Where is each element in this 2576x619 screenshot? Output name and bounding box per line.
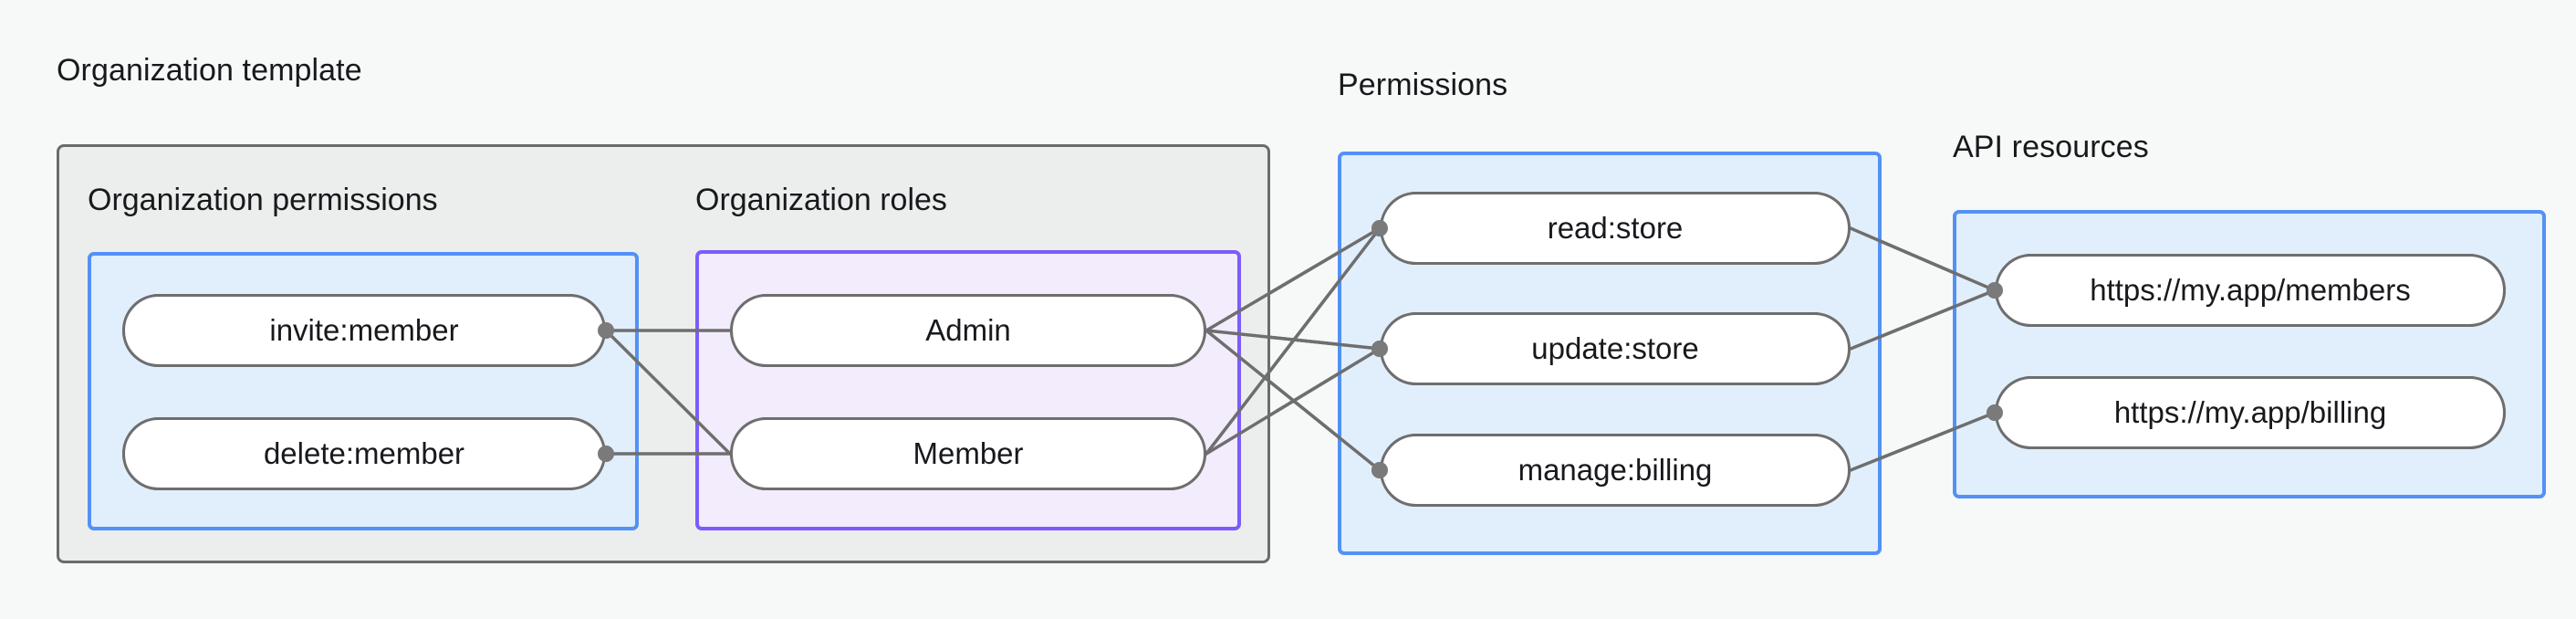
subgroup-label-organization-permissions: Organization permissions: [88, 183, 438, 217]
node-read-store-top[interactable]: read:store: [1380, 192, 1851, 265]
node-manage-billing-top-label: manage:billing: [1517, 453, 1713, 487]
node-update-store-top[interactable]: update:store: [1380, 312, 1851, 385]
node-invite-member-top-label: invite:member: [269, 313, 459, 347]
node-members-resource-top[interactable]: https://my.app/members: [1995, 254, 2506, 327]
node-admin-top[interactable]: Admin: [730, 294, 1206, 367]
node-billing-resource-top-label: https://my.app/billing: [2113, 395, 2387, 429]
node-admin-top-label: Admin: [925, 313, 1011, 347]
node-invite-member-top[interactable]: invite:member: [122, 294, 606, 367]
group-label-api-resources: API resources: [1953, 130, 2149, 164]
node-delete-member-top[interactable]: delete:member: [122, 417, 606, 490]
node-members-resource-top-label: https://my.app/members: [2090, 273, 2411, 307]
node-billing-resource-top[interactable]: https://my.app/billing: [1995, 376, 2506, 449]
node-update-store-top-label: update:store: [1531, 331, 1699, 365]
node-delete-member-top-label: delete:member: [263, 436, 465, 470]
node-member-top[interactable]: Member: [730, 417, 1206, 490]
group-label-permissions: Permissions: [1338, 68, 1508, 102]
subgroup-label-organization-roles: Organization roles: [695, 183, 947, 217]
group-label-organization-template: Organization template: [57, 53, 362, 88]
node-member-top-label: Member: [913, 436, 1024, 470]
node-read-store-top-label: read:store: [1547, 211, 1684, 245]
node-manage-billing-top[interactable]: manage:billing: [1380, 434, 1851, 507]
